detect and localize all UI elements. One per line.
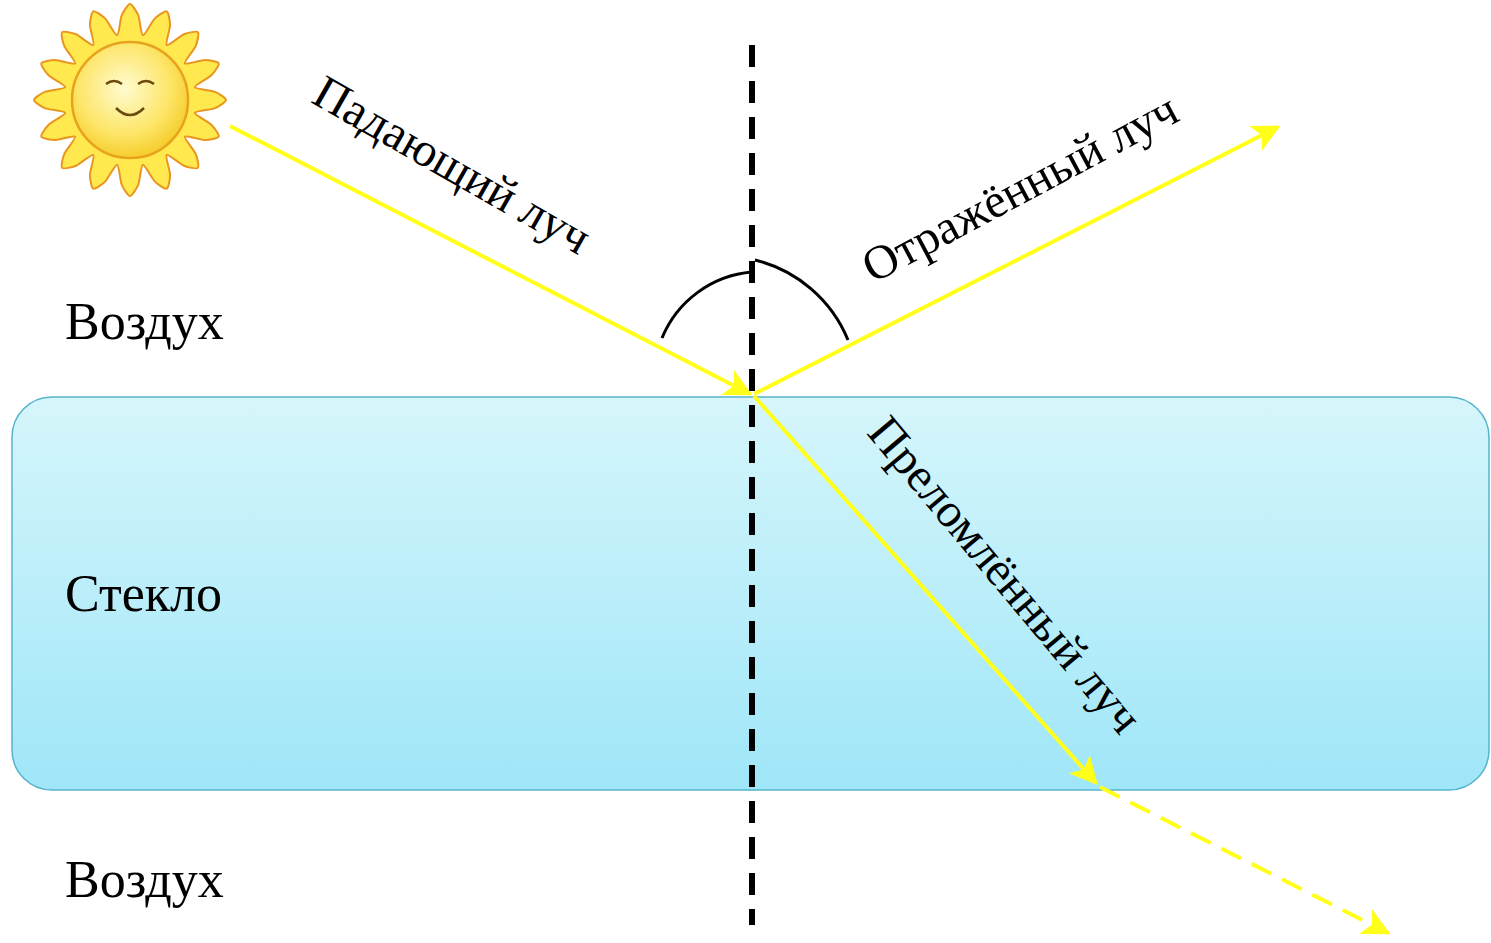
ray-label: Отражённый луч xyxy=(853,83,1186,294)
medium-name: Воздух xyxy=(65,293,224,350)
exit-ray xyxy=(1100,787,1388,933)
sun-smile xyxy=(116,108,144,115)
sun-rays xyxy=(34,4,226,196)
sun-eye xyxy=(106,81,122,84)
medium-name: Стекло xyxy=(65,565,222,622)
reflection-angle-arc xyxy=(755,260,848,340)
medium-name: Воздух xyxy=(65,851,224,908)
normal-line xyxy=(749,45,755,925)
incidence-angle-arc xyxy=(662,272,752,338)
sun-icon xyxy=(34,4,226,196)
sun-eye xyxy=(138,81,154,84)
ray-label: Падающий луч xyxy=(304,65,599,264)
glass-region: Стекло xyxy=(12,397,1489,790)
sun-disc xyxy=(72,42,188,158)
